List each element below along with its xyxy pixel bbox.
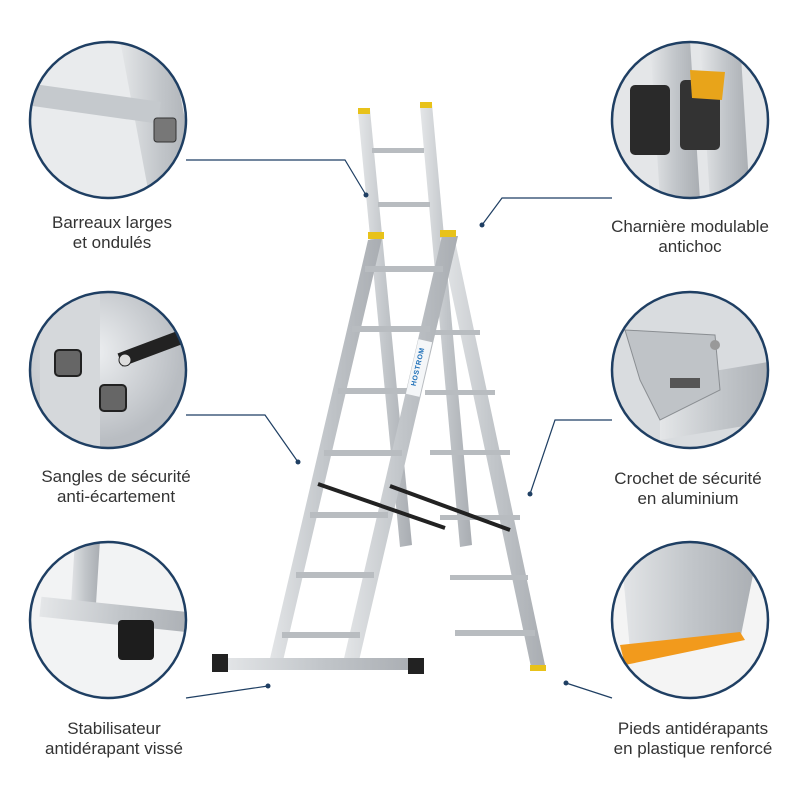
detail-circle-feet xyxy=(610,540,770,700)
detail-circle-hook xyxy=(610,290,770,450)
detail-circle-rungs xyxy=(28,40,188,200)
front-section xyxy=(268,230,458,667)
leader-dots xyxy=(265,192,569,689)
detail-circle-stabilizer xyxy=(28,540,188,700)
upper-section xyxy=(358,102,472,547)
safety-straps xyxy=(317,482,511,532)
detail-circle-straps xyxy=(28,290,188,450)
detail-circle-hinge xyxy=(610,40,770,200)
leader-lines xyxy=(185,159,613,699)
ladder-illustration xyxy=(212,102,546,674)
stabilizer-bar xyxy=(212,654,424,674)
